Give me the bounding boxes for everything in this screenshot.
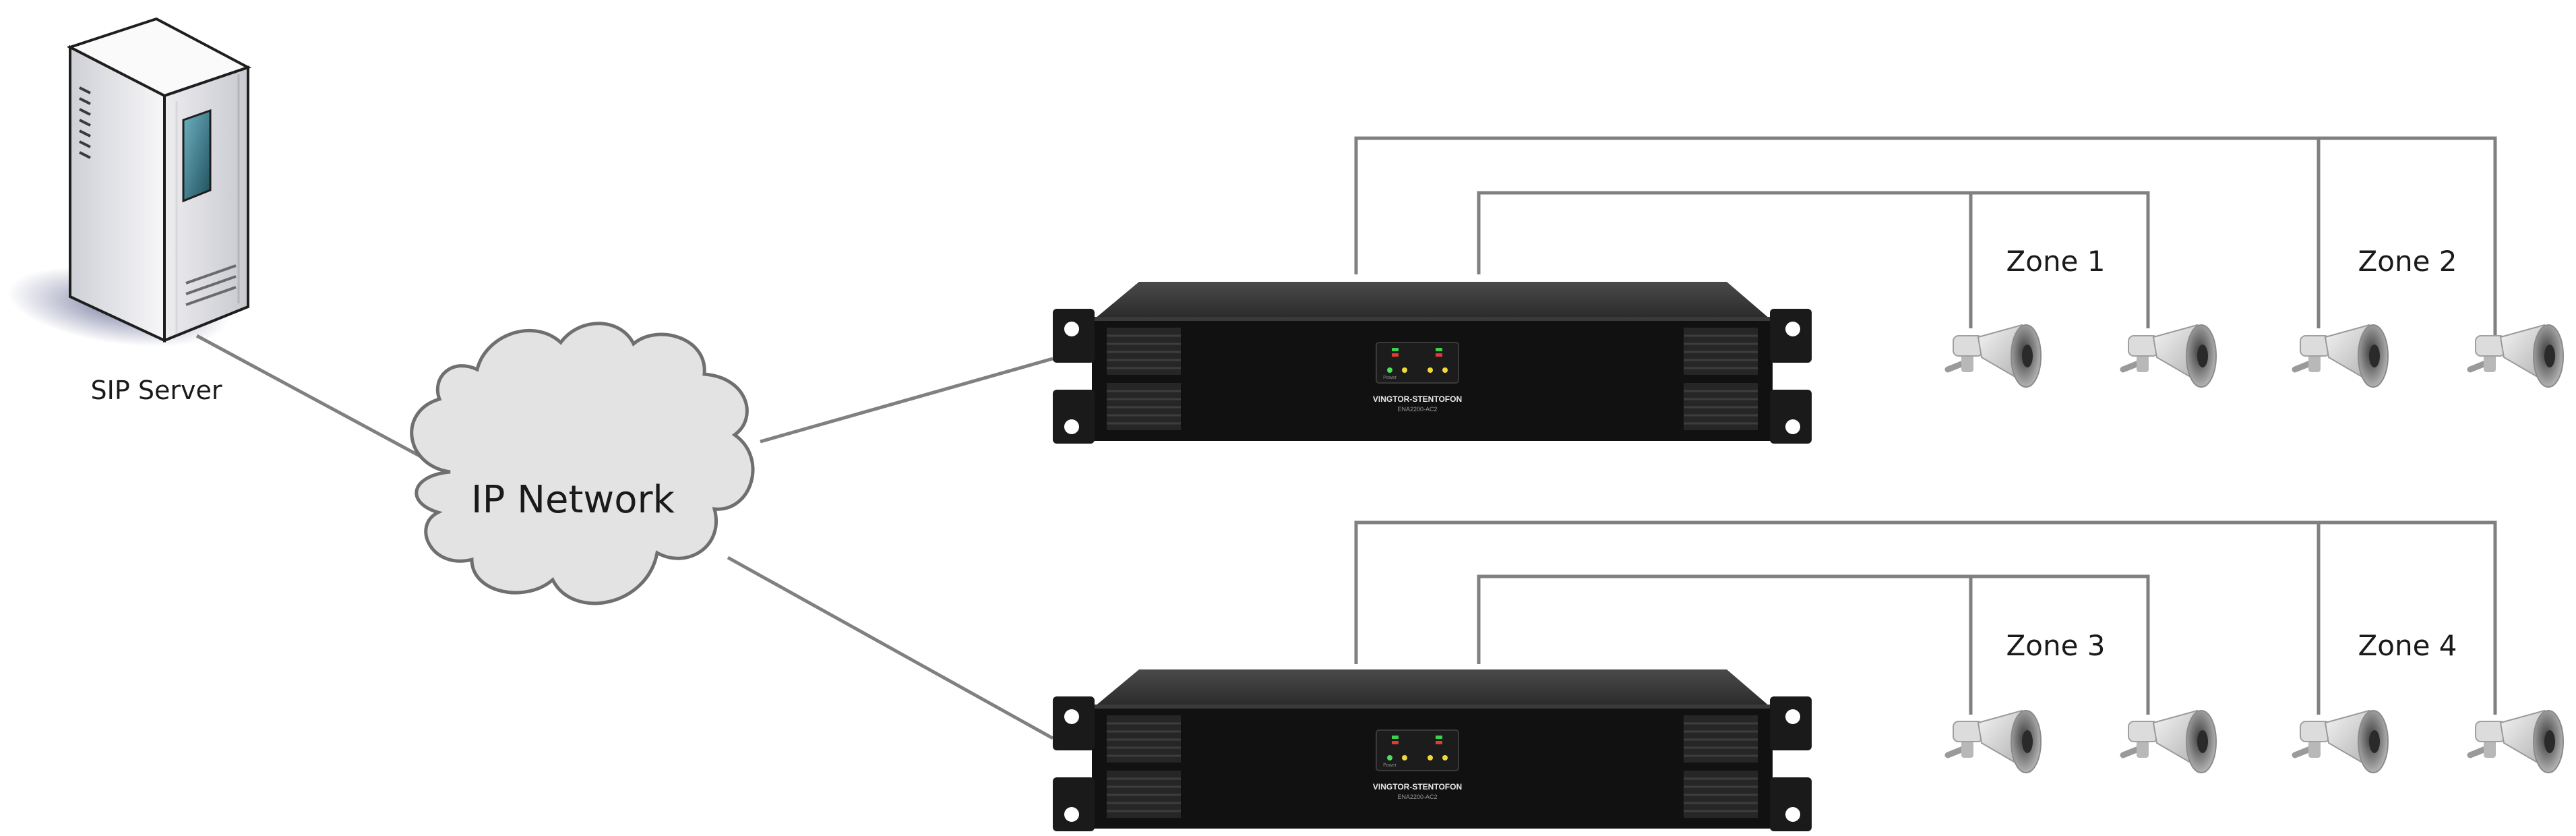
horn-speaker-icon <box>2470 325 2563 387</box>
horn-speaker-icon <box>2295 711 2388 773</box>
rack-amplifier-icon <box>1051 668 1813 833</box>
sip-server: SIP Server <box>7 17 252 405</box>
wire-amp2-zone3 <box>1477 574 2150 715</box>
wire-server-to-network <box>195 334 441 469</box>
zone-4-label: Zone 4 <box>2358 629 2457 662</box>
horn-speaker-icon <box>2470 711 2563 773</box>
amplifier-2-brand: VINGTOR-STENTOFON <box>1373 782 1462 792</box>
svg-text:Power: Power <box>1383 763 1397 768</box>
zone-2-label: Zone 2 <box>2358 245 2457 278</box>
wire-amp1-zone2 <box>1354 136 2497 345</box>
server-tower-icon <box>66 17 252 343</box>
horn-speaker-icon <box>2123 711 2216 773</box>
amplifier-2: Power VINGTOR-STENTOFON ENA2200-AC2 <box>1051 668 1813 833</box>
zone-2-speakers <box>2295 325 2563 387</box>
horn-speaker-icon <box>2123 325 2216 387</box>
zone-4-speakers <box>2295 711 2563 773</box>
amplifier-2-model: ENA2200-AC2 <box>1397 794 1437 800</box>
svg-text:Power: Power <box>1383 376 1397 380</box>
horn-speaker-icon <box>1948 711 2041 773</box>
zone-1-label: Zone 1 <box>2006 245 2106 278</box>
wire-amp1-zone1 <box>1477 191 2150 328</box>
horn-speaker-icon <box>1948 325 2041 387</box>
cloud-icon <box>410 322 755 605</box>
amplifier-1: Power VINGTOR-STENTOFON ENA2200-AC2 <box>1051 280 1813 445</box>
wire-amp2-zone4 <box>1354 520 2497 715</box>
horn-speaker-icon <box>2295 325 2388 387</box>
wire-network-to-amplifier-1 <box>760 357 1053 444</box>
amplifier-1-model: ENA2200-AC2 <box>1397 406 1437 413</box>
wires <box>195 136 2497 740</box>
ip-network-label: IP Network <box>471 478 675 522</box>
amplifier-1-brand: VINGTOR-STENTOFON <box>1373 394 1462 404</box>
zone-3-label: Zone 3 <box>2006 629 2106 662</box>
sip-server-label: SIP Server <box>91 376 222 405</box>
rack-amplifier-icon <box>1051 280 1813 445</box>
wire-network-to-amplifier-2 <box>727 556 1054 740</box>
zone-1-speakers <box>1948 325 2216 387</box>
zone-3-speakers <box>1948 711 2216 773</box>
ip-network: IP Network <box>410 322 755 605</box>
